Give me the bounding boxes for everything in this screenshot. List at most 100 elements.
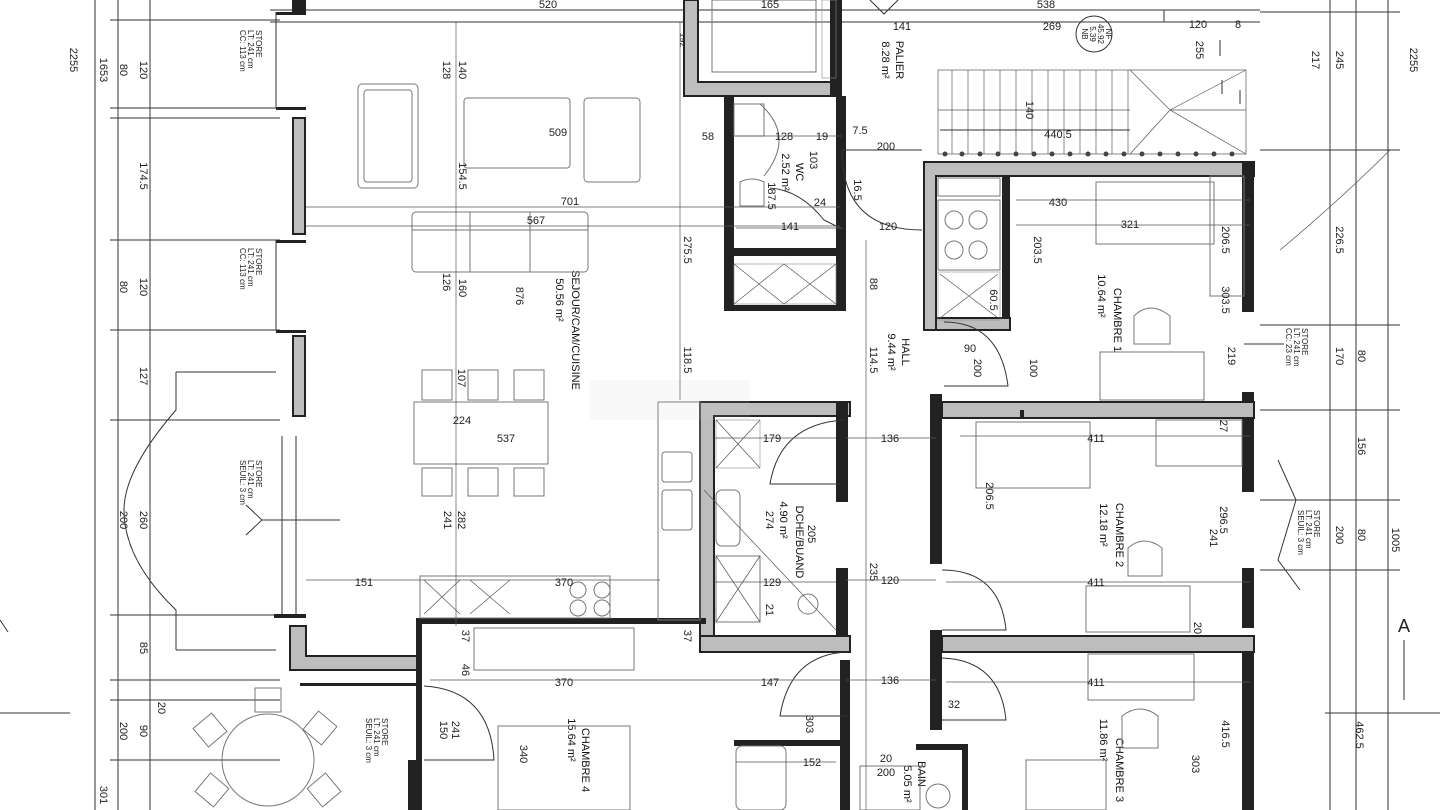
dim-right-156: 156 [1355, 437, 1367, 455]
dim-ch1-219: 219 [1225, 347, 1237, 365]
dim-ch2-20: 20 [1191, 622, 1203, 634]
dim-top-8: 8 [1235, 19, 1241, 31]
top-dimension-chain: 520 165 141 538 120 8 192 269 255 [270, 0, 1260, 59]
room-hall-area: 9.44 m² [885, 333, 897, 371]
dim-left-85: 85 [137, 642, 149, 654]
store4-l2: LT: 241 cm [372, 718, 381, 757]
dim-bain-200: 200 [877, 767, 895, 779]
dim-ch3-411: 411 [1087, 677, 1105, 689]
watermark [590, 380, 750, 420]
right-dimension-chain: 245 217 2255 226.5 170 80 156 80 200 100… [1260, 0, 1440, 810]
dim-right-200: 200 [1333, 526, 1345, 544]
store1-l3: CC: 113 cm [238, 30, 247, 72]
dim-sejour-509: 509 [549, 127, 567, 139]
room-sejour-area: 50.56 m² [553, 278, 565, 322]
dim-left-127: 127 [137, 367, 149, 385]
dim-ch2-27: 27 [1217, 420, 1229, 432]
dim-wc-58: 58 [702, 131, 714, 143]
dim-wc-24: 24 [814, 197, 826, 209]
dim-sejour-128: 128 [440, 61, 452, 79]
store5-l1: STORE [1300, 328, 1309, 355]
room-ch2-name: CHAMBRE 2 [1113, 503, 1125, 567]
store3-l2: LT: 241 cm [246, 460, 255, 499]
dim-left-90: 90 [137, 725, 149, 737]
store3-l1: STORE [254, 460, 263, 487]
dim-stair-440: 440.5 [1044, 129, 1072, 141]
dim-left-20: 20 [155, 702, 167, 714]
dim-right-217: 217 [1309, 51, 1321, 69]
dim-right-245: 245 [1333, 51, 1345, 69]
dim-left-120a: 120 [137, 61, 149, 79]
dim-hall-118: 118.5 [681, 347, 693, 374]
dim-ch4-147: 147 [761, 677, 779, 689]
dim-k-200: 200 [971, 359, 983, 377]
dim-sejour-160: 160 [456, 279, 468, 297]
walls [274, 0, 1255, 810]
dim-sejour-241: 241 [441, 511, 453, 529]
store-notes: STORE LT: 241 cm CC: 113 cm STORE LT: 24… [123, 30, 1321, 763]
room-douche-area: 4.90 m² [777, 501, 789, 539]
store2-l2: LT: 241 cm [246, 248, 255, 287]
dim-hall-114: 114.5 [867, 347, 879, 374]
dim-right-226: 226.5 [1333, 226, 1345, 254]
dim-sejour-151: 151 [355, 577, 373, 589]
dim-top-538: 538 [1037, 0, 1055, 11]
dim-stair-200: 200 [877, 141, 895, 153]
dim-top-269: 269 [1043, 21, 1061, 33]
store5-l2: LT: 241 cm [1292, 328, 1301, 367]
dim-ch4-303: 303 [803, 715, 815, 733]
dim-ch1-206: 206.5 [1219, 226, 1231, 254]
dim-right-total: 2255 [1407, 48, 1419, 72]
furniture [192, 0, 1245, 810]
room-sejour-name: SEJOUR/CAM/CUISINE [569, 270, 581, 390]
room-bain-area: 5.05 m² [901, 765, 913, 803]
dim-left-200b: 200 [117, 722, 129, 740]
dim-left-total: 2255 [67, 48, 79, 72]
level-nb: NB [1080, 28, 1089, 39]
dim-right-80a: 80 [1355, 350, 1367, 362]
dim-wc-16-5: 16.5 [851, 179, 863, 200]
level-val1: 45.92 [1096, 24, 1105, 45]
dim-ch2-296: 296.5 [1217, 506, 1229, 534]
left-dimension-chain: 2255 1653 80 120 174.5 120 80 127 260 20… [0, 0, 280, 810]
dim-top-165: 165 [761, 0, 779, 11]
dim-sejour-224: 224 [453, 415, 471, 427]
dim-sejour-282: 282 [455, 511, 467, 529]
dim-right-1005: 1005 [1389, 528, 1401, 552]
doors [423, 149, 1284, 761]
dim-ch1-203: 203.5 [1031, 236, 1043, 264]
dim-sejour-140: 140 [456, 61, 468, 79]
dim-sejour-46: 46 [459, 664, 471, 676]
dim-sejour-537: 537 [497, 433, 515, 445]
room-ch1-name: CHAMBRE 1 [1111, 288, 1123, 352]
dim-sejour-370a: 370 [555, 577, 573, 589]
store3-l3: SEUIL: 3 cm [238, 460, 247, 505]
room-wc-area: 2.52 m² [779, 153, 791, 191]
store1-l2: LT: 241 cm [246, 30, 255, 69]
dim-ch2-206: 206.5 [983, 482, 995, 510]
dim-ch4-241: 241 [449, 721, 461, 739]
dim-ch1-430: 430 [1049, 197, 1067, 209]
room-ch3-name: CHAMBRE 3 [1113, 738, 1125, 802]
dim-k-90: 90 [964, 343, 976, 355]
room-ch3-area: 11.86 m² [1097, 719, 1109, 762]
dim-left-301: 301 [97, 786, 109, 804]
dim-sejour-701: 701 [561, 196, 579, 208]
dim-wc-7-5: 7.5 [852, 125, 867, 137]
dim-left-174: 174.5 [137, 162, 149, 190]
dim-ch4-340: 340 [517, 745, 529, 763]
room-bain-name: BAIN [915, 761, 927, 787]
dim-sejour-876: 876 [513, 287, 525, 305]
dim-sejour-37a: 37 [459, 630, 471, 642]
staircase: 440.5 140 200 NF 45.92 5.39 NB [869, 0, 1247, 157]
dim-sejour-567: 567 [527, 215, 545, 227]
level-nf: NF [1104, 29, 1113, 40]
dim-wc-19: 19 [816, 131, 828, 143]
dim-ch2-411b: 411 [1087, 577, 1105, 589]
dim-top-120: 120 [1189, 19, 1207, 31]
dim-wc-141: 141 [781, 221, 799, 233]
dim-wc-103: 103 [807, 151, 819, 169]
dim-right-80b: 80 [1355, 529, 1367, 541]
dim-wc-128: 128 [775, 131, 793, 143]
dim-k-100: 100 [1027, 359, 1039, 377]
